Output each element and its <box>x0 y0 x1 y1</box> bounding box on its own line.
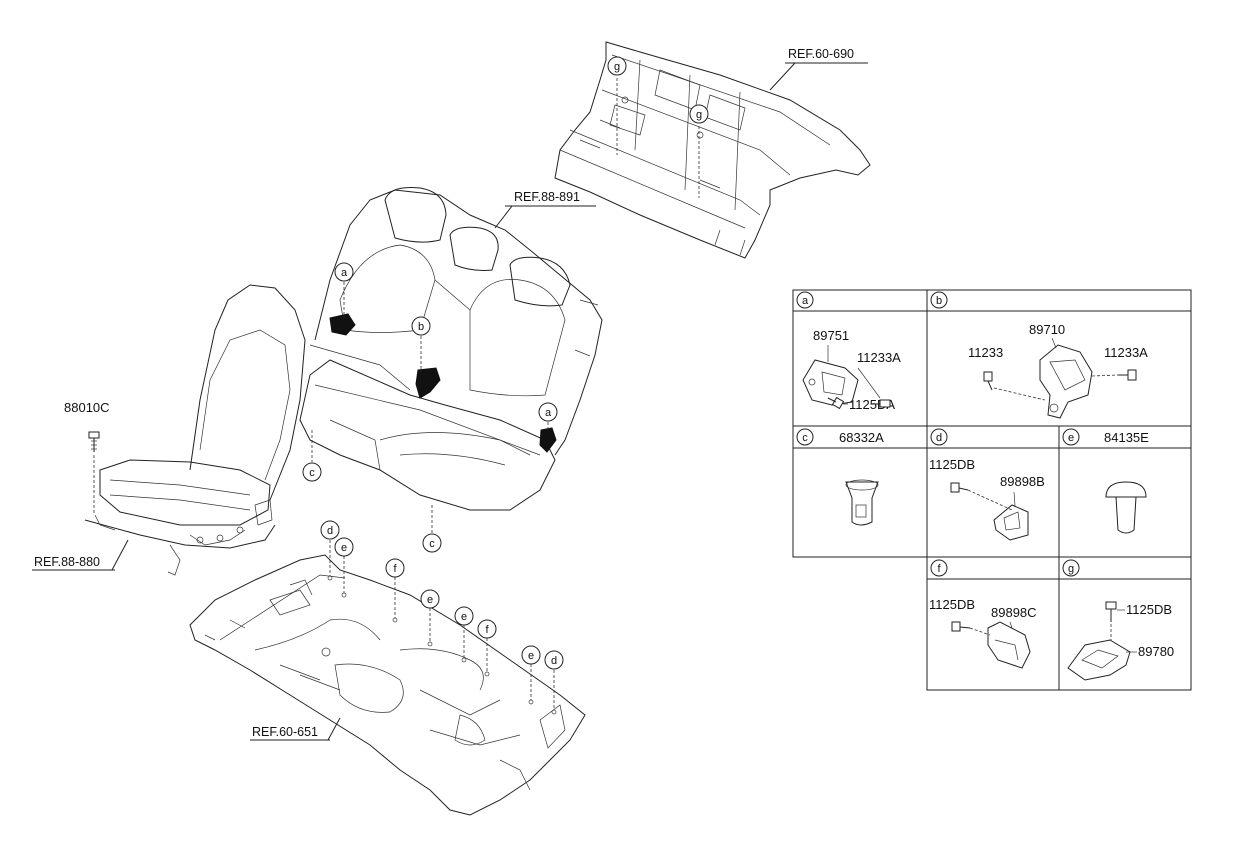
svg-text:b: b <box>936 295 942 307</box>
cell-a <box>792 289 928 427</box>
callout-a-2: a <box>538 402 558 422</box>
cell-b-part-89710: 89710 <box>1029 322 1065 337</box>
svg-text:c: c <box>429 538 435 550</box>
callout-d-1: d <box>320 520 340 540</box>
svg-text:a: a <box>802 295 809 307</box>
cell-f <box>926 556 1060 691</box>
cell-f-part-89898c: 89898C <box>991 605 1037 620</box>
svg-text:d: d <box>936 432 942 444</box>
front-seat <box>84 284 306 576</box>
ref-88-891-label: REF.88-891 <box>514 190 580 204</box>
bolt-1125db-f-icon <box>951 621 971 632</box>
svg-text:e: e <box>341 542 347 554</box>
callout-e-3: e <box>454 606 474 626</box>
bolt-1125db-g-icon <box>1105 601 1117 622</box>
cell-d-part-89898b: 89898B <box>1000 474 1045 489</box>
callout-c-2: c <box>422 533 442 553</box>
cell-d <box>926 425 1060 558</box>
cell-e <box>1058 425 1192 558</box>
callout-a-1: a <box>334 262 354 282</box>
callout-b: b <box>411 316 431 336</box>
ref-60-690-leader <box>769 62 796 91</box>
ref-60-690-label: REF.60-690 <box>788 47 854 61</box>
bracket-89751-icon <box>802 359 859 406</box>
svg-text:e: e <box>427 594 433 606</box>
part-88010c-label: 88010C <box>64 400 110 415</box>
clip-89898c-icon <box>987 621 1031 669</box>
svg-text:g: g <box>696 109 702 121</box>
cell-g <box>1058 556 1192 691</box>
ref-88-880-label: REF.88-880 <box>34 555 100 569</box>
cell-g-part-89780: 89780 <box>1138 644 1174 659</box>
ref-88-880-leader <box>111 539 129 571</box>
cell-f-letter: f <box>930 559 948 577</box>
callout-g-2: g <box>689 104 709 124</box>
callout-e-1: e <box>334 537 354 557</box>
callout-d-2: d <box>544 650 564 670</box>
svg-text:f: f <box>937 563 941 575</box>
callout-f-1: f <box>385 558 405 578</box>
bracket-89710-icon <box>1039 344 1093 419</box>
svg-text:d: d <box>327 525 333 537</box>
svg-text:e: e <box>1068 432 1074 444</box>
rear-package-tray <box>554 41 871 259</box>
rear-seat <box>299 187 603 511</box>
svg-text:f: f <box>485 624 489 636</box>
cell-d-part-1125db: 1125DB <box>929 457 975 472</box>
bolt-11233a-b-icon <box>1118 369 1137 381</box>
cell-d-letter: d <box>930 428 948 446</box>
bracket-89780-icon <box>1067 639 1131 681</box>
cell-e-part: 84135E <box>1104 430 1149 445</box>
svg-text:g: g <box>614 61 620 73</box>
cell-b-letter: b <box>930 291 948 309</box>
cell-c-letter: c <box>796 428 814 446</box>
svg-text:c: c <box>309 467 315 479</box>
cell-e-letter: e <box>1062 428 1080 446</box>
cell-b-part-11233a: 11233A <box>1104 345 1148 360</box>
bolt-11233a-icon <box>872 399 891 408</box>
cell-g-letter: g <box>1062 559 1080 577</box>
cell-f-part-1125db: 1125DB <box>929 597 975 612</box>
callout-g-1: g <box>607 56 627 76</box>
bolt-1125db-d-icon <box>950 482 969 493</box>
cup-68332a-icon <box>845 479 879 526</box>
ref-60-651-label: REF.60-651 <box>252 725 318 739</box>
ref-88-891-leader <box>494 205 513 229</box>
svg-text:c: c <box>802 432 808 444</box>
bolt-11233-icon <box>983 371 993 391</box>
bolt-1125da-icon <box>827 396 845 410</box>
svg-text:a: a <box>341 267 348 279</box>
svg-text:a: a <box>545 407 552 419</box>
svg-text:b: b <box>418 321 424 333</box>
cell-b-part-11233: 11233 <box>968 345 1003 360</box>
floor-panel <box>189 554 586 816</box>
clip-89898b-icon <box>993 504 1029 541</box>
cell-a-part-89751: 89751 <box>813 328 849 343</box>
plug-84135e-icon <box>1105 481 1147 534</box>
callout-e-2: e <box>420 589 440 609</box>
cell-c <box>792 425 928 558</box>
svg-text:e: e <box>461 611 467 623</box>
cell-g-part-1125db: 1125DB <box>1126 602 1172 617</box>
front-seat-bolt <box>88 431 100 452</box>
svg-text:e: e <box>528 650 534 662</box>
cell-c-part: 68332A <box>839 430 884 445</box>
parts-table: a b c d e f g 68332A 84135E 89751 11233A… <box>792 289 1192 691</box>
svg-text:g: g <box>1068 563 1074 575</box>
svg-text:d: d <box>551 655 557 667</box>
callout-f-2: f <box>477 619 497 639</box>
cell-b <box>926 289 1192 427</box>
callout-e-4: e <box>521 645 541 665</box>
callout-c-1: c <box>302 462 322 482</box>
ref-60-651-leader <box>327 717 341 741</box>
svg-text:f: f <box>393 563 397 575</box>
cell-a-part-11233a: 11233A <box>857 350 901 365</box>
cell-a-letter: a <box>796 291 814 309</box>
